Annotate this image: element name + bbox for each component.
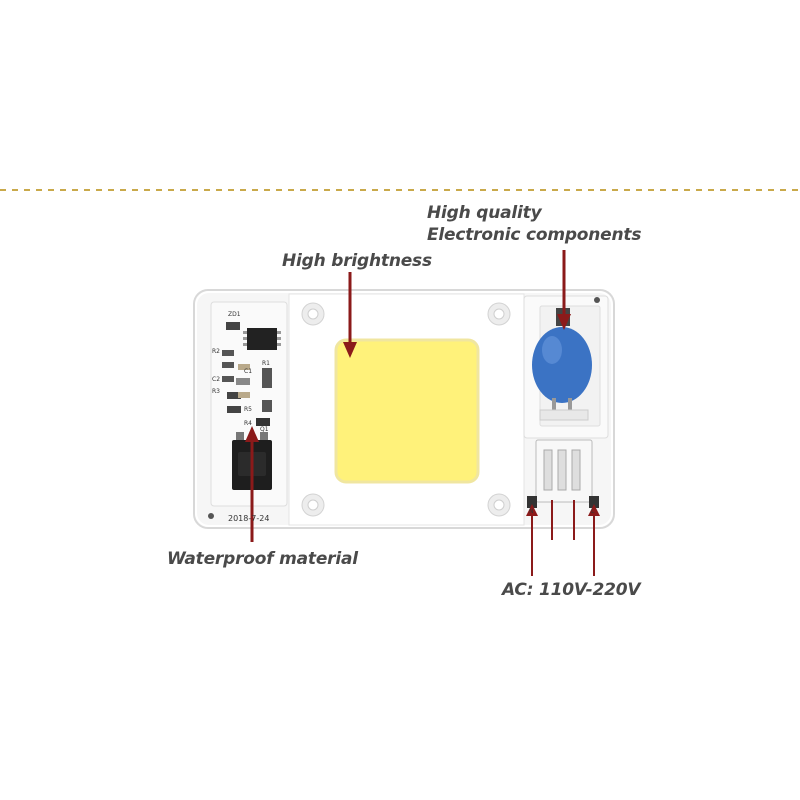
resistor	[262, 400, 272, 412]
led-chip	[334, 338, 480, 484]
capacitor-smd	[238, 392, 250, 398]
label-zd1: ZD1	[228, 311, 241, 318]
arrow-waterproof	[245, 426, 259, 542]
label-r2: R2	[212, 348, 220, 355]
resistor	[222, 362, 234, 368]
label-l: L	[591, 508, 595, 515]
label-c2: C2	[212, 376, 221, 383]
label-n: N	[529, 508, 534, 515]
terminal-pad-n	[527, 496, 537, 508]
label-r1: R1	[262, 360, 270, 367]
resistor	[222, 350, 234, 356]
right-input-section	[523, 295, 609, 508]
callout-waterproof: Waterproof material	[167, 549, 358, 569]
arrow-ac	[526, 500, 600, 576]
resistor	[227, 406, 241, 413]
label-r3: R3	[212, 388, 220, 395]
resistor	[227, 392, 241, 399]
callout-high-quality-line2: Electronic components	[427, 225, 642, 245]
left-driver-section	[208, 301, 288, 519]
callout-high-quality: High quality Electronic components	[427, 202, 641, 246]
label-r5: R5	[244, 406, 252, 413]
ic-chip	[247, 328, 277, 350]
callout-high-brightness: High brightness	[282, 251, 432, 271]
label-r4: R4	[244, 420, 252, 427]
led-plate	[288, 293, 525, 526]
resistor	[222, 376, 234, 382]
transistor	[256, 418, 270, 426]
resistor	[262, 368, 272, 388]
terminal-pad-l	[589, 496, 599, 508]
callout-ac-voltage: AC: 110V-220V	[502, 580, 641, 600]
arrow-brightness	[343, 272, 357, 358]
zener-diode	[226, 322, 240, 330]
blue-varistor	[532, 327, 592, 403]
callout-high-quality-line1: High quality	[427, 203, 542, 223]
board-date: 2018-7-24	[228, 514, 270, 523]
label-c1: C1	[244, 368, 253, 375]
capacitor-smd	[238, 364, 250, 370]
resistor	[236, 378, 250, 385]
arrow-quality	[557, 250, 571, 330]
label-q1: Q1	[260, 426, 269, 433]
